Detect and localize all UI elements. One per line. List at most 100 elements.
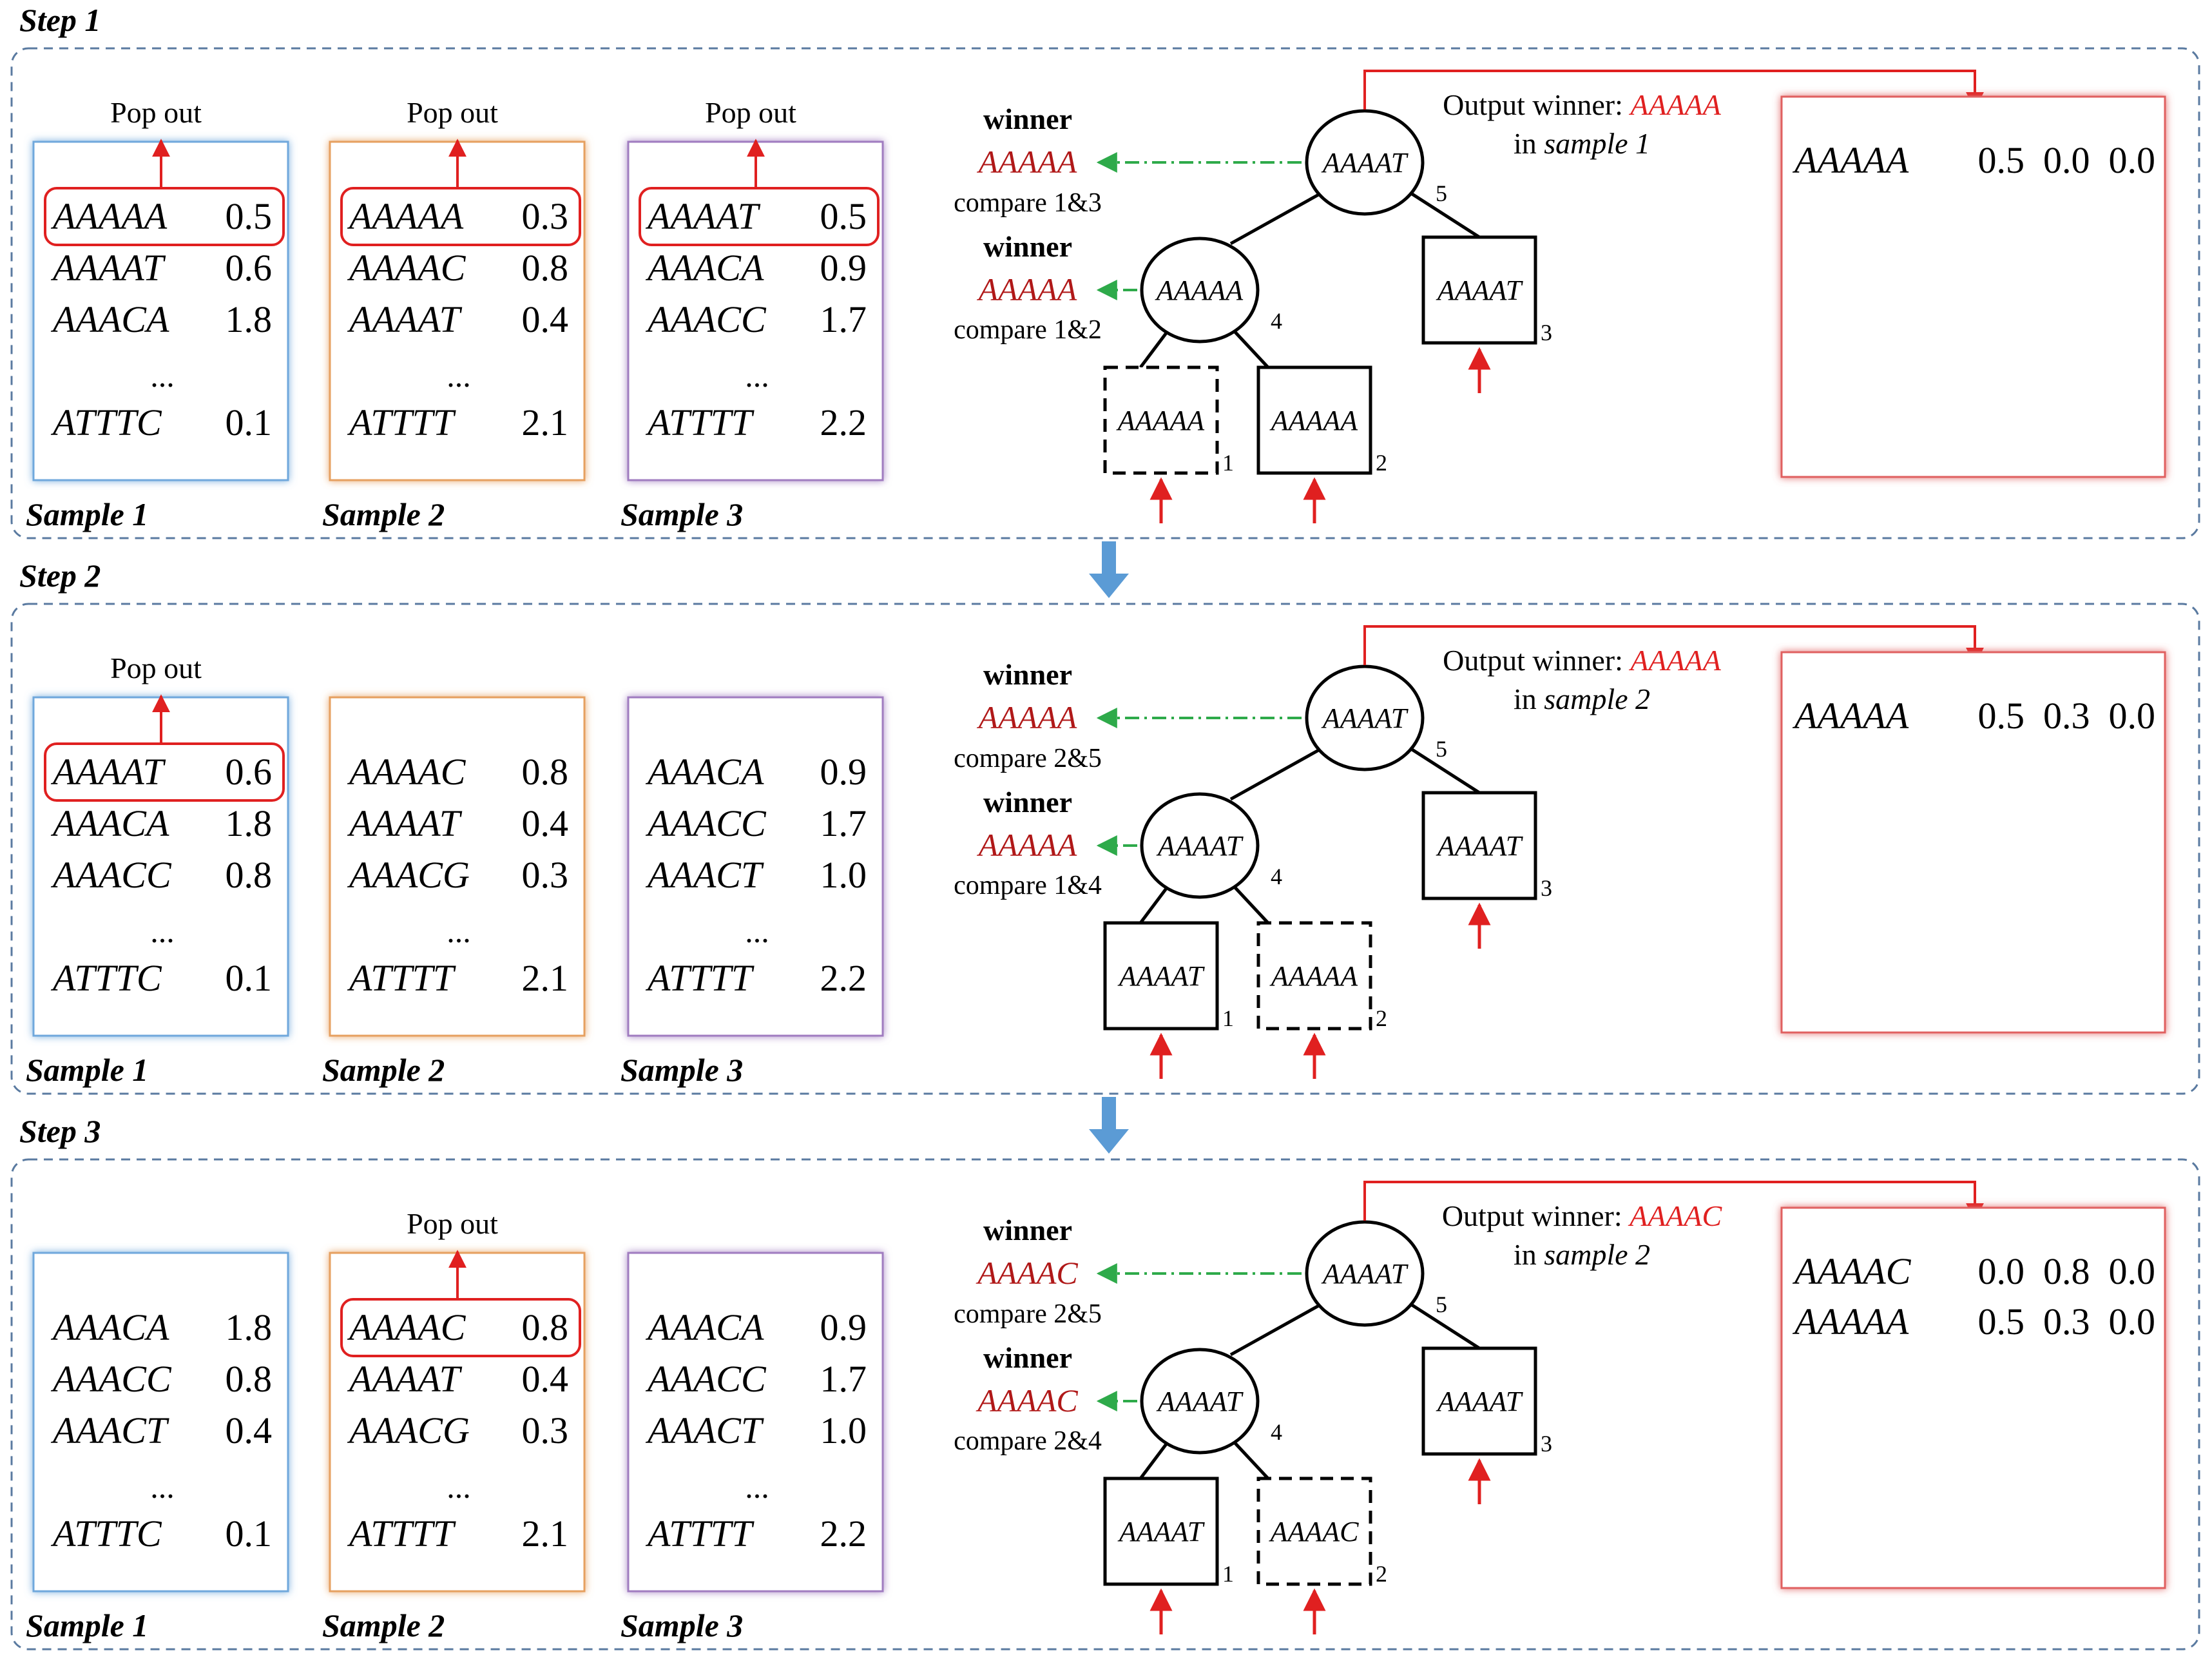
kmer-value: 1.8 xyxy=(226,298,273,340)
sequence-kmer: AAACA xyxy=(50,298,169,340)
output-winner-line: Output winner: AAAAA xyxy=(1443,644,1722,677)
node-index: 5 xyxy=(1436,736,1447,762)
sequence-kmer: AAAAC xyxy=(347,247,466,289)
pop-out-label: Pop out xyxy=(110,652,202,684)
kmer-value: 1.8 xyxy=(226,1306,273,1348)
winner-heading: winner xyxy=(983,658,1072,691)
output-box xyxy=(1780,95,2166,478)
tree-leaf-1 xyxy=(1103,1477,1219,1586)
kmer-value: 0.6 xyxy=(226,751,273,793)
tree-leaf-1 xyxy=(1103,365,1219,475)
kmer-value: 0.1 xyxy=(226,402,273,443)
kmer-value: 0.5 xyxy=(820,195,867,237)
sequence-kmer: ATTTT xyxy=(347,1513,456,1555)
sequence-kmer: AAAAT xyxy=(347,1358,463,1400)
sequence-kmer: ATTTC xyxy=(50,957,162,999)
sequence-kmer: AAACA xyxy=(50,1306,169,1348)
sample-label: Sample 3 xyxy=(620,1607,743,1643)
winner-kmer: AAAAC xyxy=(976,1382,1078,1419)
step-title: Step 1 xyxy=(19,2,101,38)
sample-label: Sample 2 xyxy=(322,1052,445,1088)
tree-edge xyxy=(1410,191,1481,239)
node-index: 5 xyxy=(1436,180,1447,206)
kmer-value: 0.6 xyxy=(226,247,273,289)
output-sample-name: sample 2 xyxy=(1544,683,1650,715)
output-sample-name: sample 2 xyxy=(1544,1238,1650,1271)
tree-edge xyxy=(1139,327,1171,369)
node-kmer: AAAAT xyxy=(1321,702,1409,734)
output-winner-prefix: Output winner: xyxy=(1443,88,1630,121)
sequence-kmer: AAAAC xyxy=(347,1306,466,1348)
sample-label: Sample 3 xyxy=(620,496,743,532)
ellipsis: ... xyxy=(447,1469,471,1505)
sequence-kmer: AAAAA xyxy=(50,195,168,237)
winner-heading: winner xyxy=(983,102,1072,135)
kmer-value: 2.1 xyxy=(522,957,569,999)
output-sample-line: in sample 1 xyxy=(1514,127,1650,160)
kmer-value: 1.7 xyxy=(820,802,867,844)
output-arrow xyxy=(1363,1181,1984,1221)
sequence-kmer: ATTTC xyxy=(50,1513,162,1555)
leaf-index: 1 xyxy=(1222,1561,1234,1587)
tree-leaf-3 xyxy=(1421,791,1537,900)
sequence-kmer: AAACG xyxy=(347,1409,470,1451)
winner-heading: winner xyxy=(983,1341,1072,1374)
leaf-index: 3 xyxy=(1541,1431,1552,1457)
sequence-kmer: AAAAT xyxy=(50,751,166,793)
sequence-kmer: AAACG xyxy=(347,854,470,896)
tree-node-4 xyxy=(1140,792,1260,899)
kmer-value: 0.3 xyxy=(522,854,569,896)
kmer-value: 2.1 xyxy=(522,402,569,443)
kmer-value: 0.4 xyxy=(226,1409,273,1451)
pop-out-label: Pop out xyxy=(407,96,498,129)
output-kmer: AAAAA xyxy=(1792,695,1909,737)
tree-edge xyxy=(1231,883,1269,924)
sequence-kmer: AAACT xyxy=(645,1409,764,1451)
sample-box xyxy=(627,696,884,1037)
sequence-kmer: AAACA xyxy=(645,751,764,793)
output-kmer: AAAAA xyxy=(1792,1301,1909,1342)
kmer-value: 0.9 xyxy=(820,247,867,289)
node-kmer: AAAAA xyxy=(1155,275,1244,306)
tree-edge xyxy=(1229,747,1322,801)
tree-edge xyxy=(1229,191,1322,246)
output-winner-prefix: Output winner: xyxy=(1442,1199,1630,1232)
kmer-value: 0.9 xyxy=(820,1306,867,1348)
kmer-value: 2.2 xyxy=(820,402,867,443)
popped-highlight xyxy=(44,187,285,246)
sequence-kmer: ATTTT xyxy=(645,957,755,999)
pop-out-label: Pop out xyxy=(705,96,796,129)
kmer-value: 0.8 xyxy=(226,1358,273,1400)
output-winner-kmer: AAAAA xyxy=(1628,644,1721,677)
node-index: 4 xyxy=(1271,864,1282,889)
sequence-kmer: AAACC xyxy=(645,298,767,340)
sequence-kmer: ATTTT xyxy=(645,402,755,443)
output-winner-prefix: Output winner: xyxy=(1443,644,1630,677)
winner-heading: winner xyxy=(983,230,1072,263)
step-title: Step 2 xyxy=(19,557,101,594)
output-values: 0.5 0.0 0.0 xyxy=(1978,139,2156,181)
ellipsis: ... xyxy=(745,1469,769,1505)
sequence-kmer: AAAAT xyxy=(645,195,761,237)
popped-highlight xyxy=(340,187,581,246)
output-box xyxy=(1780,1206,2166,1589)
winner-kmer: AAAAA xyxy=(977,271,1077,307)
sequence-kmer: ATTTT xyxy=(347,402,456,443)
ellipsis: ... xyxy=(150,358,175,394)
tree-leaf-2 xyxy=(1256,921,1372,1031)
tree-edge xyxy=(1139,1438,1171,1480)
output-winner-line: Output winner: AAAAA xyxy=(1443,88,1722,121)
leaf-kmer: AAAAT xyxy=(1436,830,1524,862)
sequence-kmer: ATTTT xyxy=(645,1513,755,1555)
sample-box xyxy=(32,696,289,1037)
